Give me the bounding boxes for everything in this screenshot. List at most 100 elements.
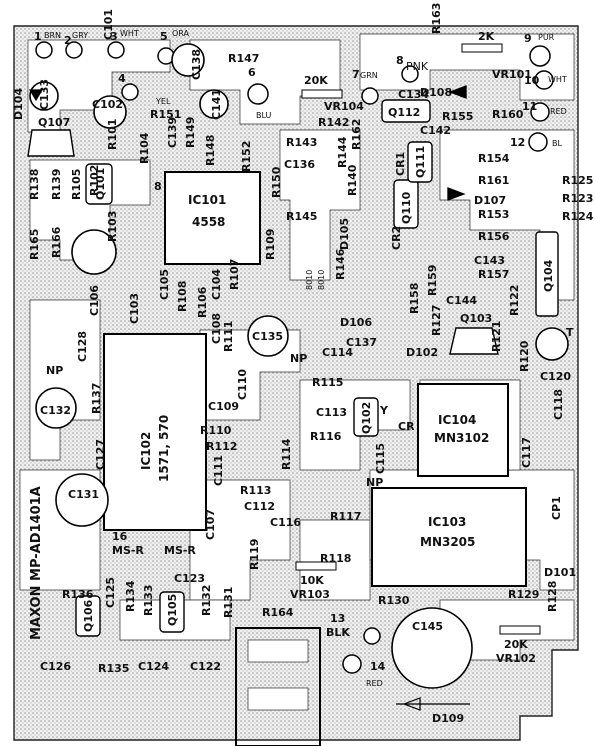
svg-text:Q104: Q104	[542, 259, 555, 292]
pot-vr104: 20K VR104	[301, 74, 364, 113]
svg-text:R166: R166	[50, 226, 63, 258]
svg-text:WHT: WHT	[120, 29, 139, 38]
ic101-part: 4558	[192, 215, 225, 229]
svg-text:R136: R136	[62, 588, 94, 601]
svg-text:D105: D105	[338, 218, 351, 250]
svg-text:8: 8	[396, 54, 404, 67]
svg-text:R105: R105	[70, 169, 83, 200]
svg-text:20K: 20K	[504, 638, 528, 651]
board-model-label: MAXON MP-AD1401A	[29, 486, 44, 640]
svg-text:R104: R104	[138, 132, 151, 164]
svg-text:3: 3	[110, 30, 118, 43]
svg-text:10K: 10K	[300, 574, 324, 587]
svg-text:R114: R114	[280, 438, 293, 470]
svg-text:8010: 8010	[305, 270, 314, 290]
svg-text:PNK: PNK	[406, 60, 429, 73]
svg-text:14: 14	[370, 660, 386, 673]
svg-text:ORA: ORA	[172, 29, 190, 38]
ic104-part: MN3102	[434, 431, 489, 445]
svg-text:D109: D109	[432, 712, 464, 725]
svg-text:VR104: VR104	[324, 100, 364, 113]
q104: Q104	[535, 231, 559, 317]
svg-text:10: 10	[524, 74, 540, 87]
svg-text:CR1: CR1	[394, 152, 407, 176]
svg-text:C108: C108	[210, 313, 223, 344]
svg-text:R156: R156	[478, 230, 510, 243]
svg-text:R164: R164	[262, 606, 294, 619]
svg-text:R132: R132	[200, 585, 213, 616]
svg-text:R157: R157	[478, 268, 509, 281]
svg-text:C115: C115	[374, 443, 387, 474]
svg-text:D104: D104	[12, 88, 25, 120]
svg-text:NP: NP	[366, 476, 383, 489]
svg-text:R152: R152	[240, 141, 253, 172]
svg-text:2K: 2K	[478, 30, 495, 43]
svg-text:MS-R: MS-R	[164, 544, 196, 557]
svg-text:R111: R111	[222, 321, 235, 352]
svg-text:T: T	[566, 326, 574, 339]
svg-text:Q107: Q107	[38, 116, 70, 129]
svg-text:C112: C112	[244, 500, 275, 513]
ic104-ref: IC104	[438, 413, 476, 427]
svg-text:C139: C139	[166, 117, 179, 148]
svg-text:R138: R138	[28, 169, 41, 200]
ic104: IC104 MN3102	[417, 383, 509, 477]
svg-text:R161: R161	[478, 174, 509, 187]
electrolytic-caps	[29, 43, 569, 689]
svg-text:GRN: GRN	[360, 71, 378, 80]
svg-text:R110: R110	[200, 424, 232, 437]
svg-text:R121: R121	[490, 321, 503, 352]
q112: Q112	[381, 99, 431, 123]
svg-text:C105: C105	[158, 269, 171, 300]
svg-text:R130: R130	[378, 594, 410, 607]
svg-text:C128: C128	[76, 331, 89, 362]
svg-text:C142: C142	[420, 124, 451, 137]
svg-text:VR101: VR101	[492, 68, 532, 81]
svg-text:R115: R115	[312, 376, 343, 389]
svg-text:C126: C126	[40, 660, 71, 673]
svg-text:C117: C117	[520, 437, 533, 468]
svg-text:GRY: GRY	[72, 31, 88, 40]
svg-text:Q111: Q111	[414, 146, 427, 178]
svg-text:C132: C132	[40, 404, 71, 417]
svg-text:R131: R131	[222, 587, 235, 618]
q103: Q103	[449, 312, 499, 355]
svg-text:R153: R153	[478, 208, 509, 221]
svg-text:4: 4	[118, 72, 126, 85]
svg-text:R122: R122	[508, 285, 521, 316]
svg-text:C123: C123	[174, 572, 205, 585]
svg-text:R162: R162	[350, 119, 363, 150]
ic102: IC102 1571, 570 16	[103, 333, 207, 543]
svg-text:R151: R151	[150, 108, 181, 121]
svg-text:20K: 20K	[304, 74, 328, 87]
svg-text:R139: R139	[50, 169, 63, 200]
q105: Q105	[159, 591, 185, 633]
svg-text:C141: C141	[210, 89, 223, 120]
ic101: IC101 4558 8	[154, 171, 261, 265]
svg-text:C103: C103	[128, 293, 141, 324]
svg-text:BLK: BLK	[326, 626, 350, 639]
svg-text:R112: R112	[206, 440, 237, 453]
svg-text:R160: R160	[492, 108, 524, 121]
svg-text:C120: C120	[540, 370, 571, 383]
svg-text:NP: NP	[290, 352, 307, 365]
svg-text:R140: R140	[346, 164, 359, 196]
svg-text:C102: C102	[92, 98, 123, 111]
svg-text:R135: R135	[98, 662, 129, 675]
svg-text:C104: C104	[210, 269, 223, 300]
svg-text:CR2: CR2	[390, 226, 403, 250]
svg-text:6: 6	[248, 66, 256, 79]
svg-text:9: 9	[524, 32, 532, 45]
svg-text:R133: R133	[142, 585, 155, 616]
q102: Q102	[353, 397, 379, 437]
capacitor-labels: C101 C103 C104 C105 C106 C107 C108 C109 …	[40, 9, 571, 673]
svg-text:C114: C114	[322, 346, 353, 359]
diode-symbols	[28, 85, 470, 711]
svg-text:R124: R124	[562, 210, 594, 223]
svg-text:BRN: BRN	[44, 31, 61, 40]
svg-text:C124: C124	[138, 660, 169, 673]
